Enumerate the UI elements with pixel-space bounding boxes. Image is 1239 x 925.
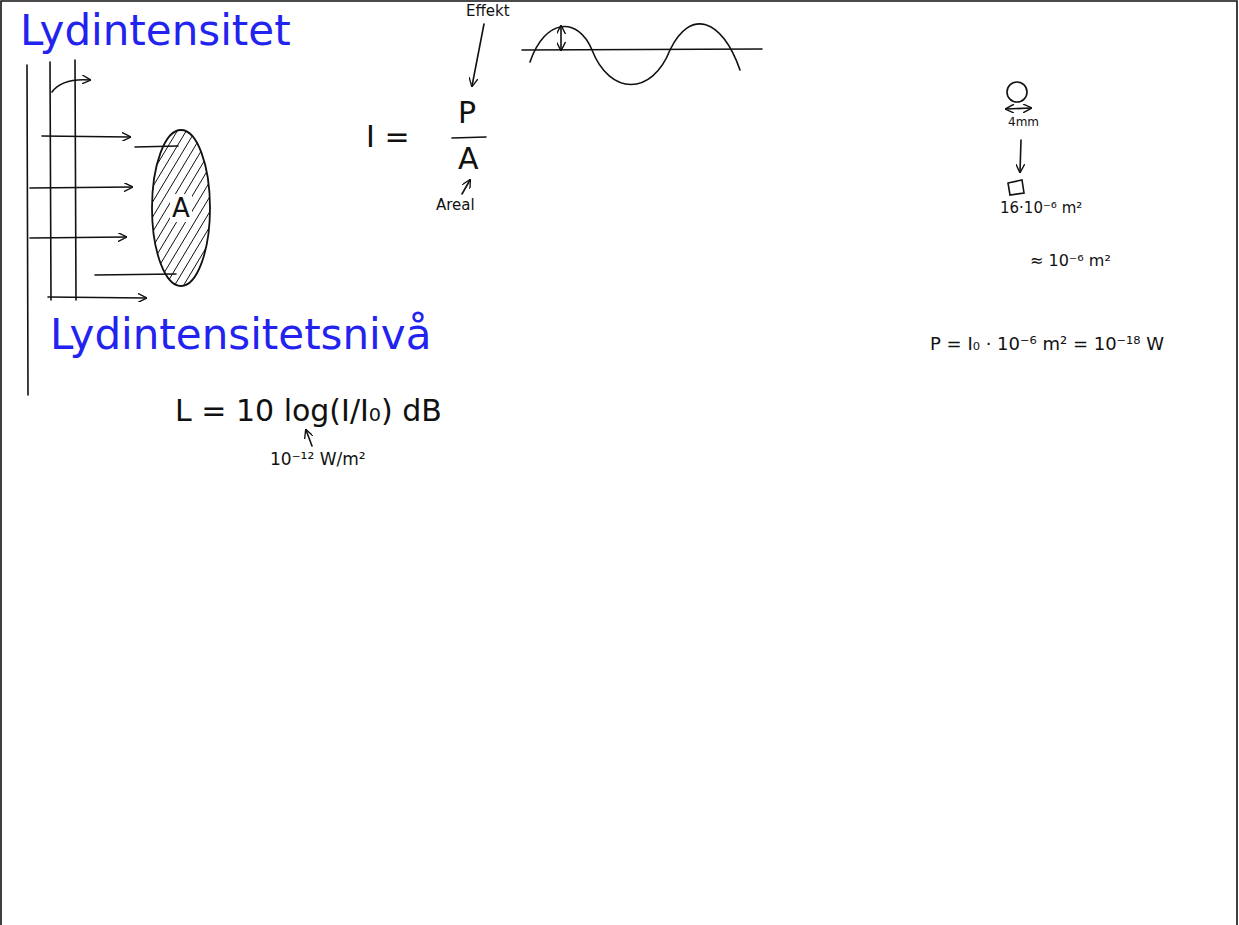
formula: L = 10 log(I/I₀) dB bbox=[175, 394, 442, 427]
propagation-arrow bbox=[30, 187, 132, 188]
hatch-line bbox=[164, 128, 212, 288]
propagation-arrow bbox=[30, 237, 126, 238]
formula-part: A bbox=[458, 142, 479, 175]
area-value: 16·10⁻⁶ m² bbox=[1000, 200, 1082, 217]
ear-opening bbox=[1007, 82, 1027, 102]
propagation-arrow bbox=[52, 80, 90, 92]
beam-edge bbox=[135, 146, 178, 147]
dimension-label: 4mm bbox=[1008, 116, 1039, 129]
hatch-line bbox=[150, 128, 197, 288]
propagation-arrow bbox=[42, 136, 130, 137]
area-symbol: A bbox=[170, 194, 192, 223]
beam-edge bbox=[95, 274, 176, 275]
sine-wave bbox=[530, 24, 740, 85]
ellipse-outline bbox=[152, 130, 210, 286]
pointer-arrow bbox=[1020, 140, 1021, 172]
pointer-arrow bbox=[306, 430, 312, 446]
area-square bbox=[1008, 180, 1024, 195]
wave-front bbox=[75, 60, 76, 300]
amplitude-arrow bbox=[560, 26, 562, 50]
slide-heading: Lydintensitet bbox=[20, 8, 291, 54]
fraction-bar bbox=[452, 137, 486, 138]
formula: P = I₀ · 10⁻⁶ m² = 10⁻¹⁸ W bbox=[930, 334, 1164, 354]
hatch-line bbox=[155, 128, 212, 288]
wave-front bbox=[27, 65, 28, 395]
handwritten-note: Effekt bbox=[466, 3, 510, 20]
formula-part: P bbox=[458, 96, 476, 129]
propagation-arrow bbox=[48, 297, 146, 298]
pointer-arrow bbox=[462, 180, 470, 194]
reference-value: 10⁻¹² W/m² bbox=[270, 450, 366, 469]
area-value: ≈ 10⁻⁶ m² bbox=[1030, 252, 1111, 270]
slide-heading: Lydintensitetsnivå bbox=[50, 312, 431, 358]
handwritten-note: Areal bbox=[436, 197, 475, 214]
wave-axis bbox=[522, 49, 762, 50]
pointer-arrow bbox=[472, 24, 484, 86]
wave-front bbox=[50, 62, 51, 300]
dimension-arrow bbox=[1006, 108, 1031, 109]
formula-part: I = bbox=[366, 120, 410, 153]
area-ellipse: A bbox=[150, 128, 212, 288]
